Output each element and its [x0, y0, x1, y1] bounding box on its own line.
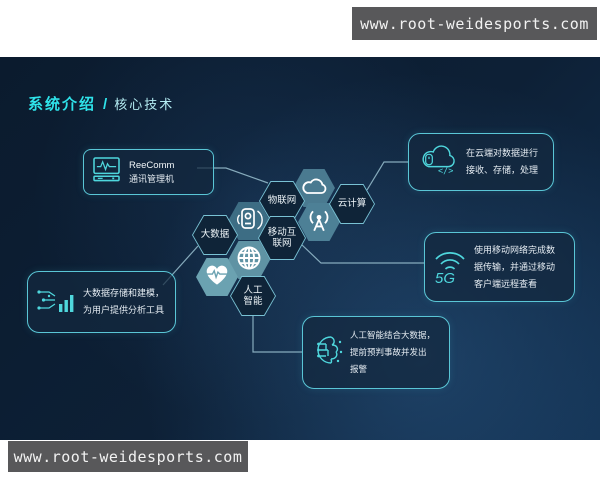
hex-iot-label: 物联网	[267, 195, 297, 207]
brain-circuit-icon	[310, 332, 344, 373]
callout-bigdata-line2: 为用户提供分析工具	[83, 305, 165, 315]
globe-icon	[235, 244, 263, 277]
callout-ai-line2: 提前预判事故并发出	[350, 347, 427, 357]
callout-ai: 人工智能结合大数据， 提前预判事故并发出 报警	[302, 316, 450, 389]
title-primary: 系统介绍	[28, 96, 97, 113]
header-url-text: www.root-weidesports.com	[360, 14, 589, 33]
footer-url-text: www.root-weidesports.com	[13, 447, 243, 466]
five-g-label: 5G	[435, 270, 455, 285]
callout-cloud-line2: 接收、存储，处理	[466, 165, 539, 175]
slide-canvas: 系统介绍 / 核心技术 ReeComm 通讯管理机	[0, 57, 600, 440]
title-secondary: 核心技术	[114, 97, 175, 112]
footer-url-badge: www.root-weidesports.com	[8, 441, 248, 472]
comm-device-icon	[234, 204, 264, 239]
broadcast-icon	[305, 206, 333, 239]
callout-reecomm-text: ReeComm 通讯管理机	[129, 158, 174, 186]
line-mobileinternet-to-5gbox	[300, 243, 425, 264]
hex-cloud-computing-label: 云计算	[337, 198, 367, 210]
callout-5g: 5G 使用移动网络完成数 据传输，并通过移动 客户端远程查看	[424, 232, 575, 302]
callout-cloud: </> 在云端对数据进行 接收、存储，处理	[408, 133, 554, 191]
callout-reecomm-line2: 通讯管理机	[129, 174, 175, 184]
hex-ai: 人工 智能	[230, 276, 276, 316]
callout-reecomm: ReeComm 通讯管理机	[83, 149, 214, 195]
callout-5g-text: 使用移动网络完成数 据传输，并通过移动 客户端远程查看	[474, 242, 555, 293]
callout-ai-line3: 报警	[350, 364, 368, 374]
svg-text:</>: </>	[438, 166, 453, 176]
callout-ai-line1: 人工智能结合大数据，	[350, 330, 436, 340]
callout-reecomm-line1: ReeComm	[129, 160, 175, 171]
monitor-ecg-icon	[93, 157, 120, 187]
hex-ai-label: 人工 智能	[243, 284, 263, 308]
hex-heart	[196, 258, 238, 296]
hex-big-data-label: 大数据	[200, 229, 230, 241]
callout-cloud-line1: 在云端对数据进行	[466, 148, 539, 158]
callout-ai-text: 人工智能结合大数据， 提前预判事故并发出 报警	[350, 327, 435, 378]
wifi-5g-icon: 5G	[432, 245, 468, 290]
data-bars-icon	[35, 284, 77, 321]
cloud-icon	[300, 176, 328, 201]
header-url-badge: www.root-weidesports.com	[352, 7, 597, 40]
heart-pulse-icon	[203, 262, 231, 292]
page-title: 系统介绍 / 核心技术	[28, 93, 174, 114]
line-ai-to-aibox	[252, 315, 302, 353]
hex-big-data: 大数据	[192, 215, 238, 255]
callout-cloud-text: 在云端对数据进行 接收、存储，处理	[466, 145, 538, 179]
callout-bigdata: 大数据存储和建模， 为用户提供分析工具	[27, 271, 176, 333]
cloud-code-icon: </>	[417, 142, 459, 183]
hex-mobile-internet-label: 移动互 联网	[267, 226, 297, 250]
callout-5g-line3: 客户端远程查看	[474, 278, 538, 289]
callout-5g-line2: 据传输，并通过移动	[474, 261, 556, 272]
callout-bigdata-line1: 大数据存储和建模，	[83, 288, 165, 298]
callout-5g-line1: 使用移动网络完成数	[474, 244, 556, 255]
line-cloudcomputing-to-cloudbox	[366, 161, 408, 191]
callout-bigdata-text: 大数据存储和建模， 为用户提供分析工具	[83, 285, 164, 319]
title-separator: /	[103, 96, 108, 113]
